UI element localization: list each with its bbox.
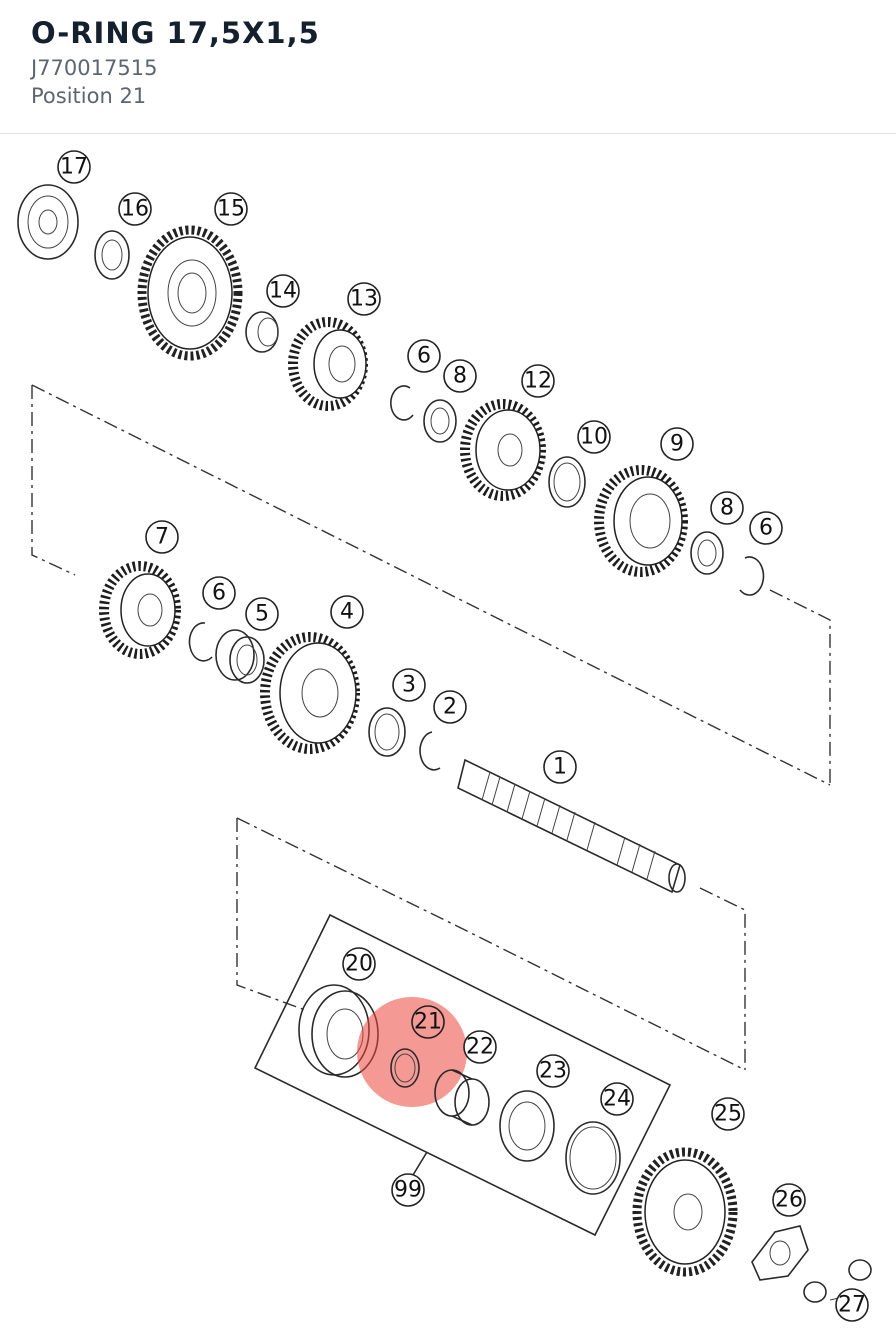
callout-8a-label: 8 <box>453 364 467 389</box>
callout-6a-label: 6 <box>417 344 431 369</box>
callout-25-label: 25 <box>714 1102 742 1127</box>
callout-1-label: 1 <box>553 755 567 780</box>
callout-15-label: 15 <box>217 197 245 222</box>
callout-27-label: 27 <box>838 1293 866 1318</box>
part-25-sprocket <box>632 1147 738 1277</box>
callout-2[interactable]: 2 <box>433 690 467 724</box>
callout-6b-label: 6 <box>759 516 773 541</box>
callout-12[interactable]: 12 <box>521 364 555 398</box>
part-22-bushing <box>434 1069 490 1126</box>
callout-7[interactable]: 7 <box>145 520 179 554</box>
callout-4-label: 4 <box>340 600 354 625</box>
guide-line-upper-right <box>769 589 831 785</box>
part-9-gear <box>594 465 688 577</box>
callout-10[interactable]: 10 <box>577 420 611 454</box>
callout-13-label: 13 <box>350 287 378 312</box>
callout-20[interactable]: 20 <box>342 947 376 981</box>
callout-16[interactable]: 16 <box>118 192 152 226</box>
part-27-bolts <box>803 1259 872 1303</box>
kit-99-frame <box>253 913 672 1237</box>
position-label: Position 21 <box>31 84 147 108</box>
callout-16-label: 16 <box>121 197 149 222</box>
part-16-washer <box>94 230 130 280</box>
part-5-bushing <box>215 629 265 684</box>
part-header: O-RING 17,5X1,5 J770017515 Position 21 <box>0 0 896 134</box>
callout-3[interactable]: 3 <box>392 668 426 702</box>
part-17-bearing <box>17 184 79 260</box>
part-14-bushing <box>245 311 279 353</box>
guide-line-lower-shaft <box>236 817 746 1071</box>
part-4-gear <box>260 632 360 754</box>
callout-8b[interactable]: 8 <box>710 491 744 525</box>
callout-20-label: 20 <box>345 952 373 977</box>
part-2-circlip <box>419 731 441 771</box>
callout-3-label: 3 <box>402 673 416 698</box>
diagram-svg: 17 16 15 14 13 6 8 12 10 9 8 6 7 6 5 4 3… <box>17 150 872 1322</box>
callout-17-label: 17 <box>60 155 88 180</box>
callout-2-label: 2 <box>443 695 457 720</box>
callout-5[interactable]: 5 <box>245 597 279 631</box>
callout-9[interactable]: 9 <box>660 427 694 461</box>
part-3-washer <box>368 707 406 757</box>
callout-5-label: 5 <box>255 602 269 627</box>
callout-14[interactable]: 14 <box>266 274 300 308</box>
callout-4[interactable]: 4 <box>330 595 364 629</box>
callout-21[interactable]: 21 <box>411 1005 445 1039</box>
part-8-washer-b <box>690 531 724 575</box>
part-15-gear <box>137 225 243 361</box>
callout-99[interactable]: 99 <box>391 1173 425 1207</box>
part-21-o-ring <box>390 1048 420 1088</box>
callout-13[interactable]: 13 <box>347 282 381 316</box>
part-6-circlip-b <box>739 556 765 596</box>
callout-23[interactable]: 23 <box>536 1054 570 1088</box>
part-6-circlip-a <box>390 385 414 421</box>
callout-8b-label: 8 <box>720 496 734 521</box>
part-13-gear <box>288 317 368 411</box>
kit-99-leader <box>412 1151 428 1176</box>
part-number: J770017515 <box>31 56 158 80</box>
part-26-lock-plate <box>751 1225 809 1281</box>
callout-24-label: 24 <box>603 1087 631 1112</box>
callout-22-label: 22 <box>466 1035 494 1060</box>
callout-25[interactable]: 25 <box>711 1097 745 1131</box>
callout-26-label: 26 <box>775 1188 803 1213</box>
callout-15[interactable]: 15 <box>214 192 248 226</box>
callout-24[interactable]: 24 <box>600 1082 634 1116</box>
part-title: O-RING 17,5X1,5 <box>31 16 320 50</box>
part-8-washer-a <box>423 399 457 443</box>
callout-6c[interactable]: 6 <box>202 576 236 610</box>
callout-6b[interactable]: 6 <box>749 511 783 545</box>
callout-14-label: 14 <box>269 279 297 304</box>
part-10-washer <box>548 456 586 508</box>
callout-99-label: 99 <box>394 1178 422 1203</box>
part-12-gear <box>460 399 546 501</box>
guide-line-lower <box>236 818 306 1011</box>
callout-27[interactable]: 27 <box>835 1288 869 1322</box>
guide-line-upper-shaft <box>31 384 831 786</box>
callout-6c-label: 6 <box>212 581 226 606</box>
part-7-gear <box>99 561 181 659</box>
part-23-seal <box>499 1090 555 1162</box>
callout-1[interactable]: 1 <box>543 750 577 784</box>
guide-line-lower-right <box>699 887 746 1070</box>
callout-17[interactable]: 17 <box>57 150 91 184</box>
exploded-parts-diagram: 17 16 15 14 13 6 8 12 10 9 8 6 7 6 5 4 3… <box>0 134 896 1335</box>
callout-26[interactable]: 26 <box>772 1183 806 1217</box>
callout-8a[interactable]: 8 <box>443 359 477 393</box>
callout-6a[interactable]: 6 <box>407 339 441 373</box>
part-24-retaining-ring <box>565 1121 621 1195</box>
callout-21-label: 21 <box>414 1010 442 1035</box>
callout-9-label: 9 <box>670 432 684 457</box>
part-6-circlip-c <box>188 622 213 662</box>
guide-line-upper <box>31 385 76 576</box>
callout-22[interactable]: 22 <box>463 1030 497 1064</box>
callout-23-label: 23 <box>539 1059 567 1084</box>
part-1-shaft <box>457 758 686 894</box>
callout-12-label: 12 <box>524 369 552 394</box>
callout-7-label: 7 <box>155 525 169 550</box>
callout-10-label: 10 <box>580 425 608 450</box>
